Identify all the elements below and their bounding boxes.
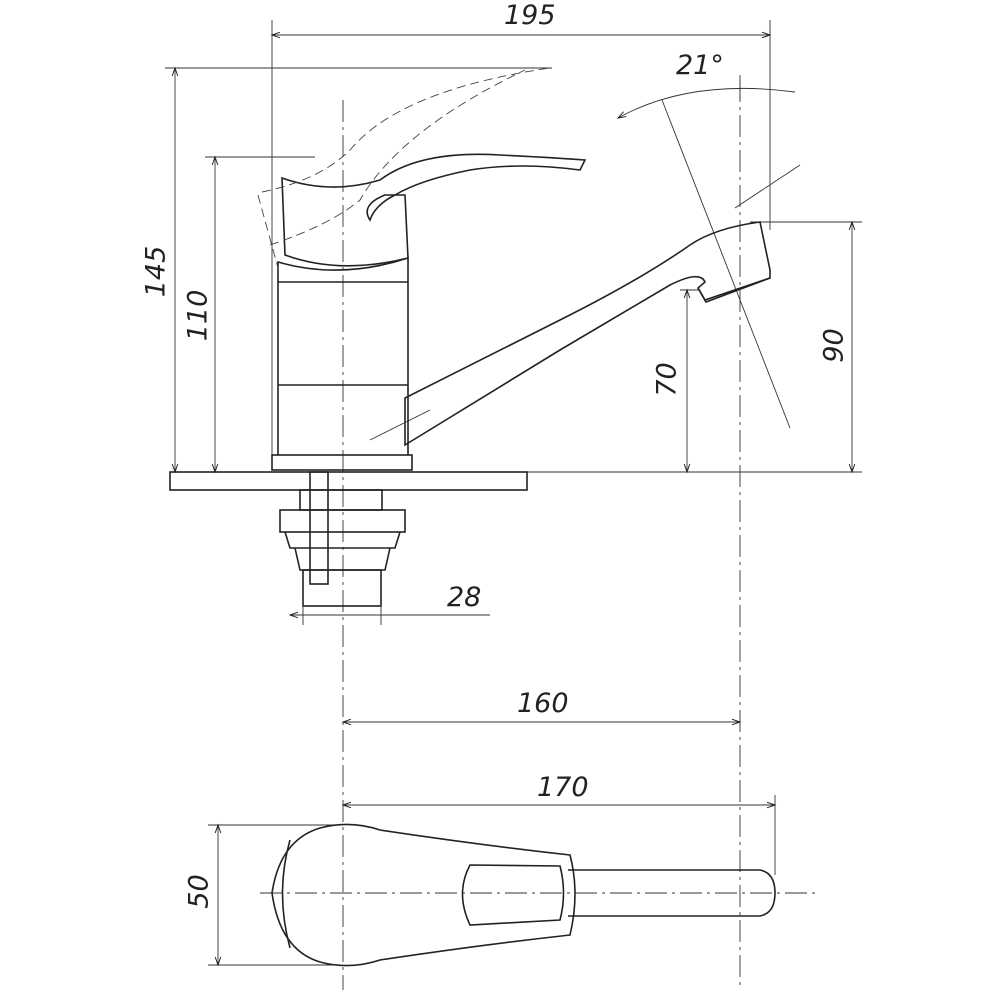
dimension-110: [205, 155, 315, 474]
dimension-195: [270, 20, 772, 455]
dimension-angle-21: [616, 75, 801, 429]
label-110: 110: [182, 289, 214, 342]
mounting-thread: [279, 471, 406, 607]
dimension-28: [288, 606, 490, 625]
label-90: 90: [818, 328, 850, 363]
label-angle-21: 21°: [676, 50, 724, 81]
label-50: 50: [183, 874, 215, 909]
dimension-170: [341, 795, 777, 875]
dimension-70: [680, 288, 700, 474]
label-170: 170: [537, 772, 589, 803]
dimension-145: [165, 66, 552, 474]
dimension-50: [208, 823, 340, 967]
top-view: [271, 823, 776, 967]
label-70: 70: [651, 362, 683, 397]
label-160: 160: [517, 688, 569, 719]
spout: [369, 221, 771, 447]
dimension-90: [527, 220, 862, 474]
lever-handle: [257, 67, 587, 269]
faucet-body: [271, 256, 413, 471]
base-plate: [169, 471, 528, 491]
label-145: 145: [140, 245, 172, 298]
label-195: 195: [504, 0, 556, 31]
label-28: 28: [447, 582, 482, 613]
